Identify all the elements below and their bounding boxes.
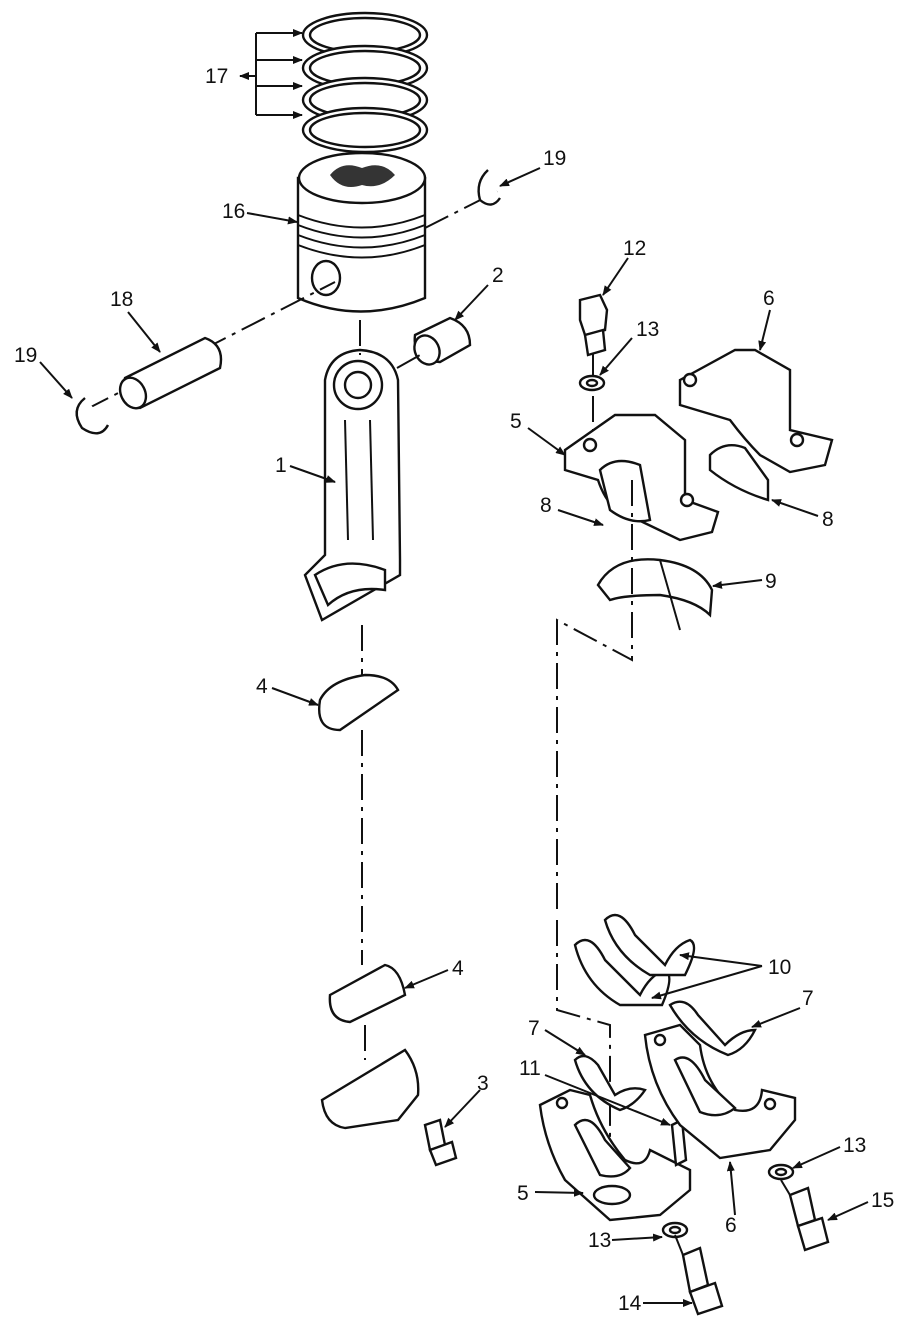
callout-19-left: 19 (14, 344, 37, 367)
main-bearing-cap-upper-5 (563, 413, 720, 542)
callout-17: 17 (205, 65, 228, 88)
piston-pin (118, 336, 223, 410)
rod-bearing-upper (318, 673, 400, 732)
callout-5-upper: 5 (510, 410, 522, 433)
main-bearing-cap-lower-6 (643, 1023, 797, 1160)
callout-13-top: 13 (636, 318, 659, 341)
callout-11: 11 (519, 1057, 541, 1080)
callout-8-right: 8 (822, 508, 834, 531)
callout-19-right: 19 (543, 147, 566, 170)
callout-15: 15 (871, 1189, 894, 1212)
callout-labels: 17 16 19 19 18 2 1 4 4 3 12 13 6 5 8 8 9… (14, 65, 894, 1315)
cap-bolt-15 (788, 1186, 830, 1252)
callout-18: 18 (110, 288, 133, 311)
snap-ring-right (477, 169, 501, 206)
callout-8-left: 8 (540, 494, 552, 517)
cap-bolt-14 (681, 1246, 724, 1316)
bearing-shell-7-right (668, 1000, 757, 1057)
callout-6-upper: 6 (763, 287, 775, 310)
callout-5-lower: 5 (517, 1182, 529, 1205)
snap-ring-left (75, 397, 110, 435)
callout-14: 14 (618, 1292, 642, 1315)
piston (296, 151, 427, 313)
main-bearing-cap-lower-5 (538, 1088, 692, 1222)
rod-cap-bolt (423, 1118, 458, 1167)
rod-bearing-lower (328, 963, 407, 1024)
rod-cap (320, 1048, 420, 1130)
callout-7-right: 7 (802, 987, 814, 1010)
callout-7-left: 7 (528, 1017, 540, 1040)
callout-4-lower: 4 (452, 957, 464, 980)
callout-12: 12 (623, 237, 646, 260)
callout-9: 9 (765, 570, 777, 593)
callout-3: 3 (477, 1072, 489, 1095)
callout-10: 10 (768, 956, 791, 979)
callout-6-lower: 6 (725, 1214, 737, 1237)
washer-13-mid (767, 1163, 795, 1181)
callout-4-upper: 4 (256, 675, 268, 698)
washer-13-low (661, 1221, 689, 1239)
cap-bolt-12 (578, 293, 609, 357)
callout-1: 1 (275, 454, 287, 477)
piston-pin-bushing (413, 316, 472, 366)
piston-rings (301, 11, 429, 154)
connecting-rod (303, 348, 402, 622)
callout-leaders (39, 29, 869, 1307)
washer-13-top (578, 374, 606, 392)
callout-13-low: 13 (588, 1229, 611, 1252)
thrust-bearing (596, 558, 714, 631)
callout-13-mid: 13 (843, 1134, 866, 1157)
main-bearing-shells-10 (573, 913, 696, 1007)
callout-16: 16 (222, 200, 245, 223)
main-bearing-cap-upper-6 (678, 348, 834, 502)
callout-2: 2 (492, 264, 504, 287)
